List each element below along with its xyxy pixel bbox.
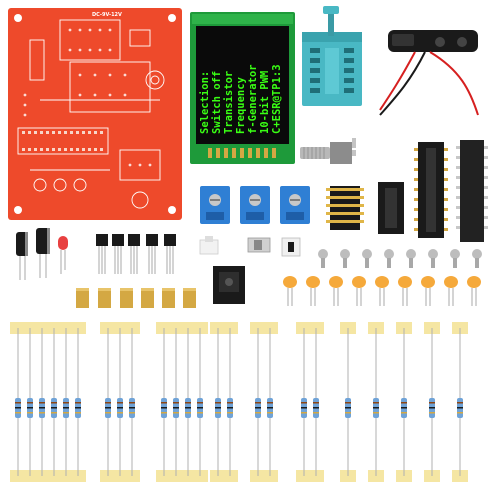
terminal-block — [240, 186, 270, 224]
resistor — [27, 328, 33, 476]
screw — [428, 249, 438, 268]
resistor — [117, 328, 123, 476]
resistor — [267, 328, 273, 476]
resistor — [429, 328, 435, 476]
resistor — [161, 328, 167, 476]
resistor — [105, 328, 111, 476]
ceramic-capacitor — [352, 276, 366, 306]
transistor — [96, 234, 108, 274]
resistor — [345, 328, 351, 476]
resistor — [457, 328, 463, 476]
resistor-strip — [424, 322, 440, 482]
resistor-strip — [368, 322, 384, 482]
resistor — [185, 328, 191, 476]
transistor — [112, 234, 124, 274]
resistor-strip — [396, 322, 412, 482]
ic-socket — [414, 142, 448, 238]
lcd-line-4: Frequency — [235, 76, 247, 134]
resistor-groups — [10, 322, 468, 482]
electrolytic-capacitor — [36, 228, 50, 278]
transistor — [128, 234, 140, 274]
resistor-strip — [156, 322, 208, 482]
resistor-strip — [210, 322, 238, 482]
screw — [406, 249, 416, 268]
screw — [318, 249, 328, 268]
pin-header — [326, 186, 364, 230]
ceramic-capacitor — [375, 276, 389, 306]
terminal-block — [200, 186, 230, 224]
ceramic-capacitor — [444, 276, 458, 306]
screw — [472, 249, 482, 268]
ic-socket-small — [378, 182, 404, 234]
ceramic-capacitor — [283, 276, 297, 306]
resistor-strip — [452, 322, 468, 482]
dc-jack — [213, 266, 245, 304]
battery-clip — [379, 30, 479, 116]
ceramic-capacitor — [398, 276, 412, 306]
terminal-block — [280, 186, 310, 224]
lcd-line-6: 10-bit PWM — [259, 71, 271, 134]
pcb-label: DC-9V-12V — [92, 12, 122, 18]
resistor — [39, 328, 45, 476]
resistor-strip — [100, 322, 140, 482]
standoff — [120, 288, 133, 308]
lcd-module: Selection: Switch off Transistor Frequen… — [190, 12, 295, 164]
standoff — [76, 288, 89, 308]
screw — [450, 249, 460, 268]
resistor — [401, 328, 407, 476]
slide-switch — [281, 237, 301, 257]
resistor-strip — [10, 322, 86, 482]
lcd-screen — [196, 26, 289, 144]
lcd-line-1: Selection: — [199, 71, 211, 134]
potentiometer — [300, 138, 356, 164]
resistor-strip — [250, 322, 278, 482]
resistor — [75, 328, 81, 476]
resistor — [313, 328, 319, 476]
resistor — [197, 328, 203, 476]
transistor — [164, 234, 176, 274]
standoff — [183, 288, 196, 308]
ceramic-capacitor — [421, 276, 435, 306]
ic-chip — [456, 140, 488, 242]
lcd-line-2: Switch off — [211, 71, 223, 134]
resistor — [301, 328, 307, 476]
resistor — [373, 328, 379, 476]
screw — [384, 249, 394, 268]
lcd-line-5: f-Generator — [247, 64, 259, 134]
standoff — [162, 288, 175, 308]
transistor — [146, 234, 158, 274]
resistor — [227, 328, 233, 476]
ceramic-capacitor — [306, 276, 320, 306]
pcb-board: DC-9V-12V — [8, 8, 182, 220]
resistor — [215, 328, 221, 476]
resistor — [63, 328, 69, 476]
standoff — [141, 288, 154, 308]
standoff — [98, 288, 111, 308]
ceramic-capacitor — [467, 276, 481, 306]
slide-switch — [247, 237, 271, 253]
lcd-line-3: Transistor — [223, 71, 235, 134]
jumper — [199, 236, 219, 255]
zif-socket — [302, 6, 362, 106]
resistor-strip — [340, 322, 356, 482]
electrolytic-capacitor — [16, 232, 28, 280]
lcd-line-7: C+ESR@TP1:3 — [271, 64, 283, 134]
resistor — [255, 328, 261, 476]
resistor — [51, 328, 57, 476]
resistor — [15, 328, 21, 476]
resistor — [173, 328, 179, 476]
ceramic-capacitor — [329, 276, 343, 306]
led — [58, 236, 68, 274]
resistor — [129, 328, 135, 476]
resistor-strip — [296, 322, 324, 482]
screw — [362, 249, 372, 268]
screw — [340, 249, 350, 268]
